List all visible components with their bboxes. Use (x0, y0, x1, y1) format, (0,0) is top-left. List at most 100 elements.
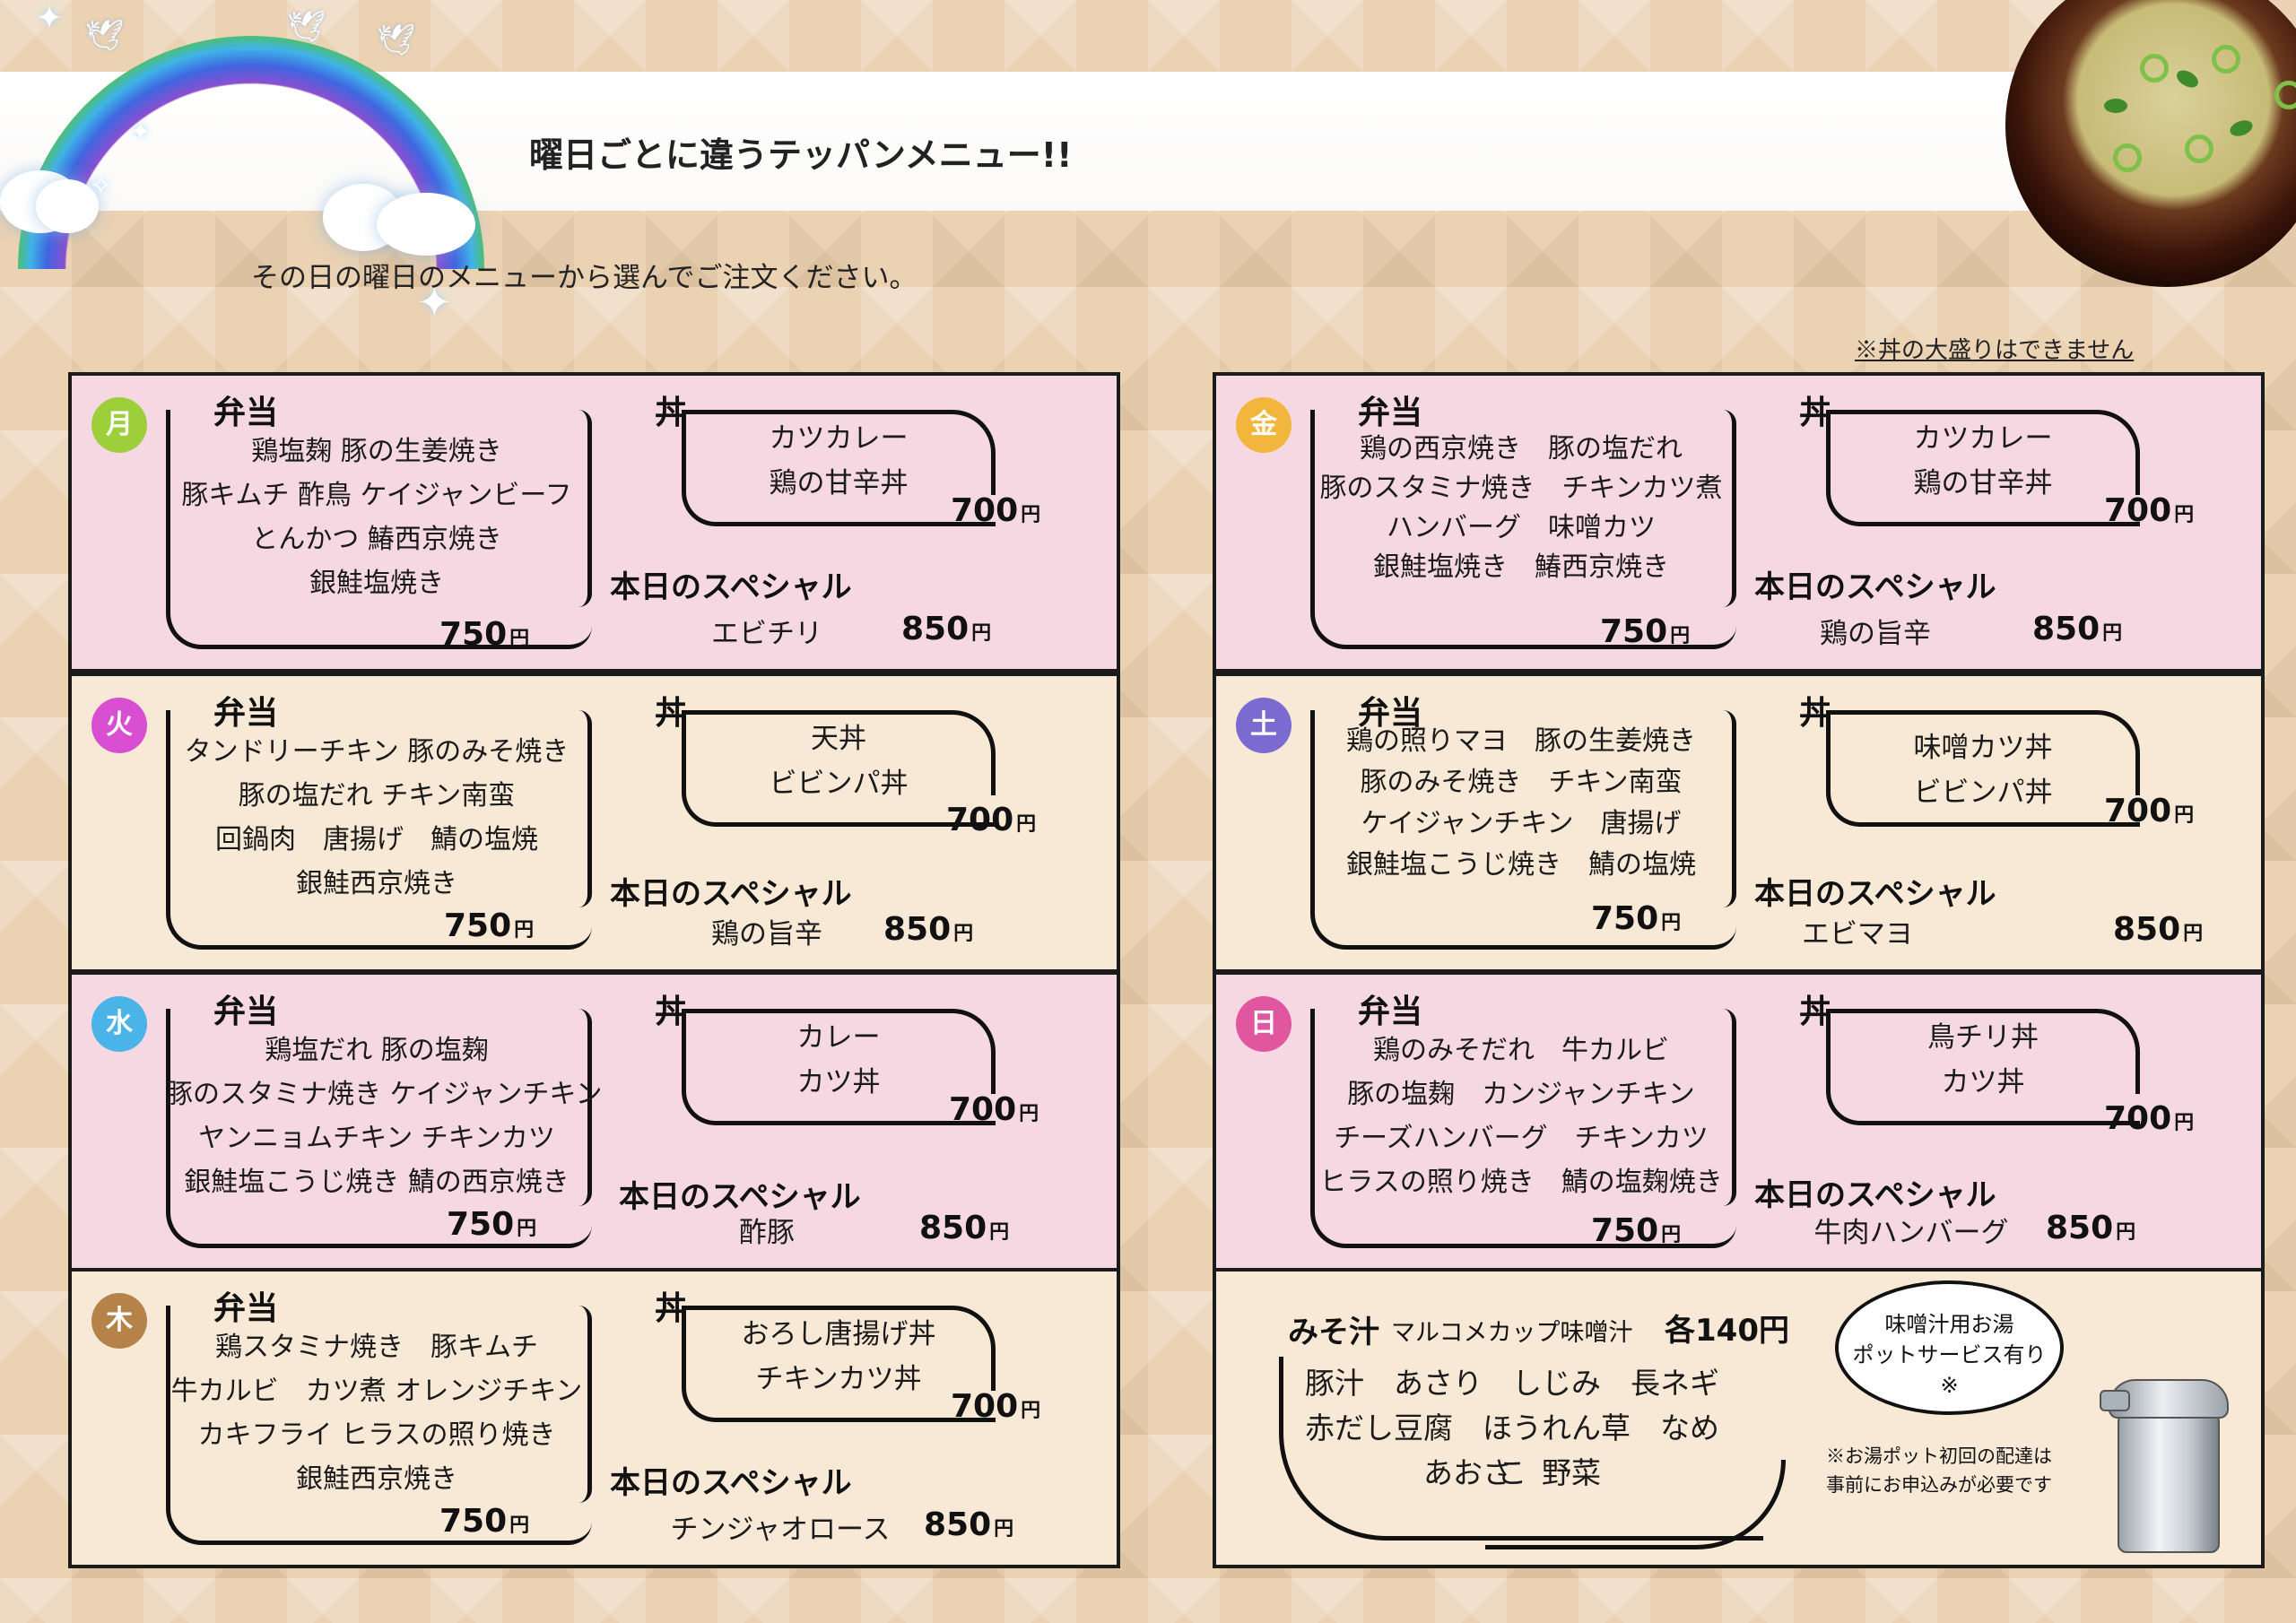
bird-icon: 🕊 (287, 9, 326, 45)
list-item: カツ丼 (1941, 1066, 2025, 1098)
day-badge-tuesday: 火 (91, 698, 147, 753)
list-item: 銀鮭西京焼き (296, 1463, 457, 1495)
miso-list: 豚汁 あさり しじみ 長ネギ 赤だし豆腐 ほうれん草 なめこ あおさ 野菜 (1297, 1361, 1727, 1496)
list-item: 豚の塩麹 カンジャンチキン (1347, 1079, 1695, 1110)
list-item: 鳥チリ丼 (1927, 1021, 2039, 1054)
menu-panel-monday: 月 弁当 鶏塩麹 豚の生姜焼き 豚キムチ 酢鳥 ケイジャンビーフ とんかつ 鰆西… (68, 372, 1120, 673)
cloud-illustration (36, 179, 99, 233)
menu-panel-saturday: 土 弁当 鶏の照りマヨ 豚の生姜焼き 豚のみそ焼き チキン南蛮 ケイジャンチキン… (1213, 673, 2265, 973)
bento-heading: 弁当 (1358, 695, 1423, 732)
miso-price: 各140円 (1665, 1313, 1789, 1349)
list-item: 豚のスタミナ焼き ケイジャンチキン (166, 1079, 603, 1110)
sparkle-icon: ✦ (36, 0, 64, 37)
list-item: 鶏スタミナ焼き 豚キムチ (215, 1332, 538, 1363)
don-bracket (682, 710, 996, 795)
bento-bracket (1723, 410, 1736, 607)
list-item: 鶏の西京焼き 豚の塩だれ (1360, 433, 1683, 464)
note-line: 事前にお申込みが必要です (1826, 1474, 2052, 1496)
bento-heading: 弁当 (213, 395, 279, 431)
sparkle-icon: ✦ (130, 117, 152, 146)
list-item: 豚のみそ焼き チキン南蛮 (1360, 767, 1683, 798)
bento-bracket (578, 1009, 592, 1206)
page-subtitle: その日の曜日のメニューから選んでご注文ください。 (251, 262, 918, 294)
sparkle-icon: ✦ (417, 278, 452, 326)
list-item: 銀鮭塩こうじ焼き 鯖の塩焼 (1346, 849, 1696, 881)
bubble-line: ※ (1940, 1373, 1959, 1398)
special-item: 酢豚 (739, 1217, 795, 1249)
special-item: エビチリ (711, 618, 822, 650)
list-item: とんかつ 鰆西京焼き (251, 524, 502, 555)
list-item: 銀鮭塩焼き 鰆西京焼き (1373, 551, 1669, 583)
list-item: 鶏の照りマヨ 豚の生姜焼き (1346, 725, 1696, 757)
bento-list: 鶏の西京焼き 豚の塩だれ 豚のスタミナ焼き チキンカツ煮 ハンバーグ 味噌カツ … (1310, 430, 1732, 587)
pot-delivery-note: ※お湯ポット初回の配達は 事前にお申込みが必要です (1826, 1442, 2095, 1499)
special-heading: 本日のスペシャル (610, 1465, 852, 1501)
bento-bracket (166, 1009, 592, 1248)
bento-heading: 弁当 (1358, 395, 1423, 431)
day-badge-thursday: 木 (91, 1293, 147, 1349)
bento-bracket (578, 410, 592, 607)
bento-bracket (1310, 410, 1736, 649)
list-item: 鶏のみそだれ 牛カルビ (1373, 1035, 1669, 1066)
don-list: カツカレー 鶏の甘辛丼 (682, 416, 996, 506)
don-list: 味噌カツ丼 ビビンパ丼 (1826, 725, 2140, 815)
don-list: カツカレー 鶏の甘辛丼 (1826, 416, 2140, 506)
bento-bracket (1723, 1009, 1736, 1206)
special-item: チンジャオロース (670, 1514, 891, 1546)
list-item: 天丼 (811, 723, 866, 755)
bento-list: 鶏のみそだれ 牛カルビ 豚の塩麹 カンジャンチキン チーズハンバーグ チキンカツ… (1310, 1028, 1732, 1204)
day-badge-friday: 金 (1236, 397, 1292, 453)
list-item: 豚の塩だれ チキン南蛮 (238, 780, 516, 812)
bento-bracket (578, 1306, 592, 1503)
bento-list: 鶏塩麹 豚の生姜焼き 豚キムチ 酢鳥 ケイジャンビーフ とんかつ 鰆西京焼き 銀… (166, 430, 587, 605)
bento-heading: 弁当 (213, 1290, 279, 1327)
list-item: チキンカツ丼 (755, 1363, 922, 1395)
don-bracket (682, 1306, 996, 1391)
bubble-line: ポットサービス有り (1852, 1342, 2047, 1367)
special-item: 牛肉ハンバーグ (1813, 1217, 2009, 1249)
special-heading: 本日のスペシャル (1754, 1177, 1996, 1213)
don-bracket (1826, 410, 2140, 495)
bento-heading: 弁当 (1358, 994, 1423, 1030)
list-item: 銀鮭西京焼き (296, 868, 457, 899)
bento-heading: 弁当 (213, 994, 279, 1030)
day-badge-monday: 月 (91, 397, 147, 453)
special-heading: 本日のスペシャル (1754, 876, 1996, 912)
list-item: ヒラスの照り焼き 鯖の塩麹焼き (1319, 1167, 1723, 1198)
bubble-line: 味噌汁用お湯 (1884, 1312, 2014, 1337)
don-bracket (682, 410, 996, 495)
special-item: エビマヨ (1802, 918, 1913, 950)
day-badge-sunday: 日 (1236, 996, 1292, 1052)
list-item: 豚のスタミナ焼き チキンカツ煮 (1319, 473, 1723, 504)
list-item: 鶏の甘辛丼 (1913, 467, 2053, 499)
don-list: おろし唐揚げ丼 チキンカツ丼 (682, 1312, 996, 1402)
don-list: 天丼 ビビンパ丼 (682, 716, 996, 806)
bento-bracket (166, 410, 592, 649)
menu-panel-wednesday: 水 弁当 鶏塩だれ 豚の塩麹 豚のスタミナ焼き ケイジャンチキン ヤンニョムチキ… (68, 971, 1120, 1271)
special-item: 鶏の旨辛 (711, 918, 822, 950)
miso-heading: みそ汁 (1288, 1315, 1379, 1350)
list-item: 鶏塩だれ 豚の塩麹 (265, 1035, 489, 1066)
miso-subheading: マルコメカップ味噌汁 (1391, 1319, 1633, 1347)
list-item: あおさ 野菜 (1423, 1455, 1601, 1490)
list-item: 銀鮭塩焼き (309, 568, 444, 599)
bento-bracket (1310, 1009, 1736, 1248)
hot-water-speech-bubble: 味噌汁用お湯 ポットサービス有り ※ (1835, 1280, 2064, 1415)
list-item: ビビンパ丼 (1913, 777, 2053, 809)
special-heading: 本日のスペシャル (619, 1179, 861, 1215)
bento-bracket (578, 710, 592, 907)
list-item: 鶏塩麹 豚の生姜焼き (251, 436, 502, 467)
list-item: ヤンニョムチキン チキンカツ (198, 1123, 555, 1154)
menu-panel-sunday: 日 弁当 鶏のみそだれ 牛カルビ 豚の塩麹 カンジャンチキン チーズハンバーグ … (1213, 971, 2265, 1271)
